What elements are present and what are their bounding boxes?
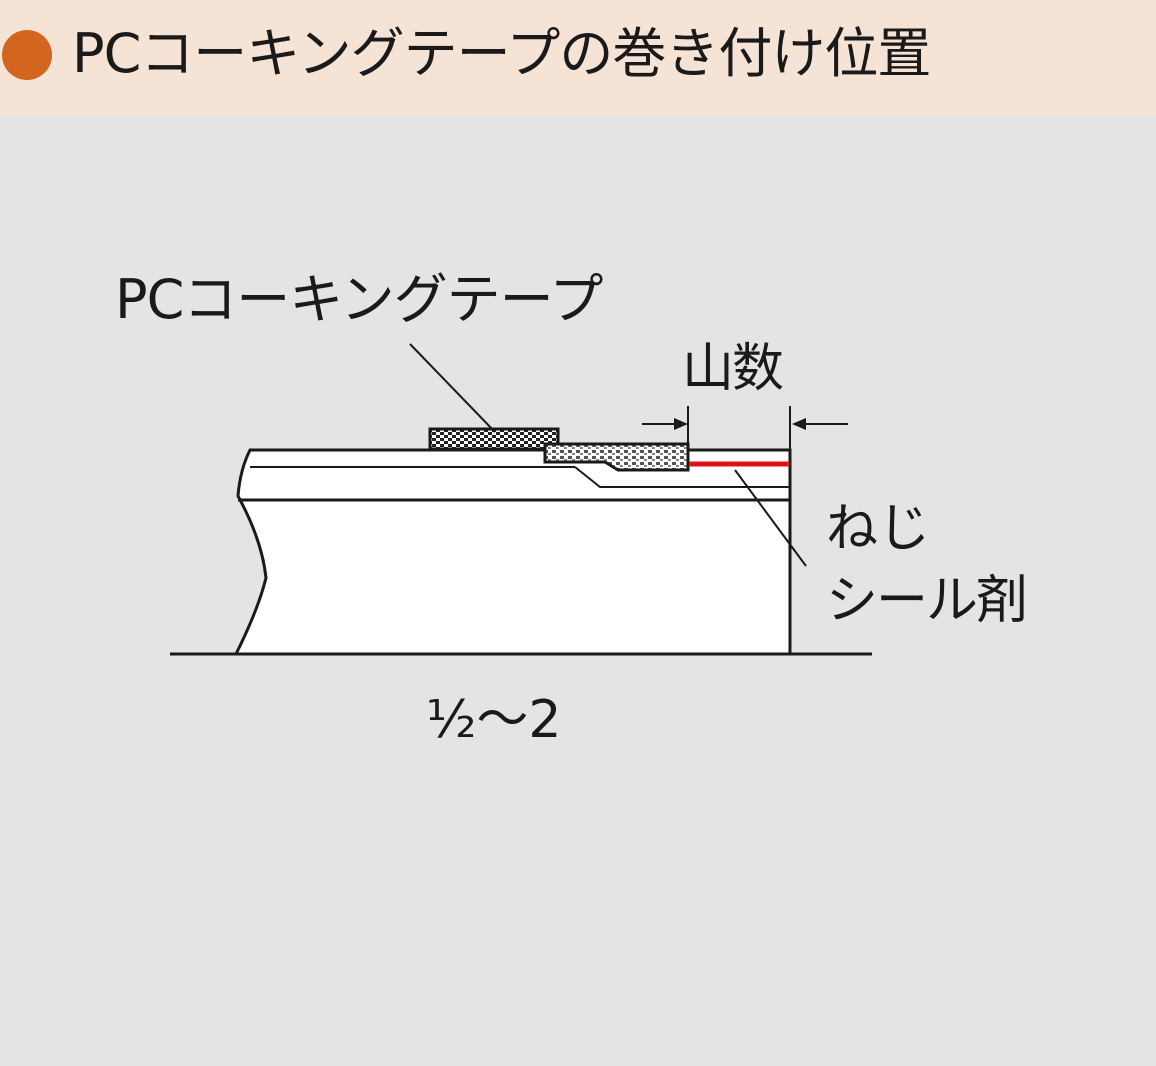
sealant-label-line2: シール剤: [826, 571, 1026, 631]
sealant-label-line1: ねじ: [826, 499, 930, 559]
threads-label: 山数: [682, 339, 783, 399]
pipe-thread-diagram: PCコーキングテープ 山数 ねじ シール剤 ½～2: [115, 268, 1028, 750]
tape-label: PCコーキングテープ: [115, 268, 603, 331]
range-label: ½～2: [426, 690, 562, 750]
tape-leader-line: [409, 343, 496, 433]
pipe-body: [233, 448, 792, 656]
sealant-leader-line: [734, 469, 807, 567]
dim-arrow-right-head: [792, 418, 806, 430]
diagram-canvas: PCコーキングテープ 山数 ねじ シール剤 ½～2: [0, 116, 1156, 1062]
header-bar: PCコーキングテープの巻き付け位置: [0, 0, 1156, 116]
bullet-icon: [2, 30, 52, 80]
dim-arrow-left-head: [674, 418, 688, 430]
tape-layer-1: [428, 427, 560, 451]
thread-taper-line: [574, 466, 790, 488]
page-title: PCコーキングテープの巻き付け位置: [72, 22, 931, 85]
